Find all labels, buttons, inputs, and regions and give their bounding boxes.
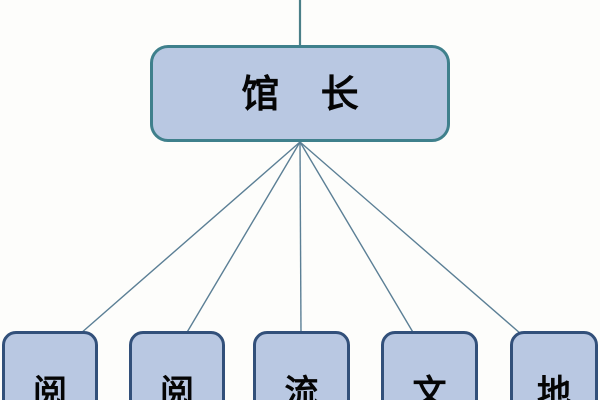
node-child-4-label: 文 bbox=[412, 373, 447, 400]
node-child-4[interactable]: 文 bbox=[381, 331, 478, 400]
node-child-3[interactable]: 流 bbox=[253, 331, 350, 400]
connector-to-child-5 bbox=[299, 141, 522, 335]
connector-to-child-4 bbox=[299, 141, 415, 335]
node-child-5-label: 地 bbox=[537, 373, 571, 400]
node-child-2[interactable]: 阅 bbox=[129, 331, 225, 400]
connector-to-child-1 bbox=[79, 141, 301, 335]
connector-to-child-3 bbox=[299, 141, 302, 335]
node-child-5[interactable]: 地 bbox=[510, 331, 598, 400]
node-child-3-label: 流 bbox=[284, 373, 319, 400]
node-child-1[interactable]: 阅 bbox=[2, 331, 98, 400]
node-root-director[interactable]: 馆 长 bbox=[150, 45, 450, 142]
connector-to-child-2 bbox=[185, 141, 301, 335]
node-child-1-label: 阅 bbox=[33, 373, 67, 400]
node-root-label: 馆 长 bbox=[241, 71, 373, 116]
node-child-2-label: 阅 bbox=[160, 373, 194, 400]
